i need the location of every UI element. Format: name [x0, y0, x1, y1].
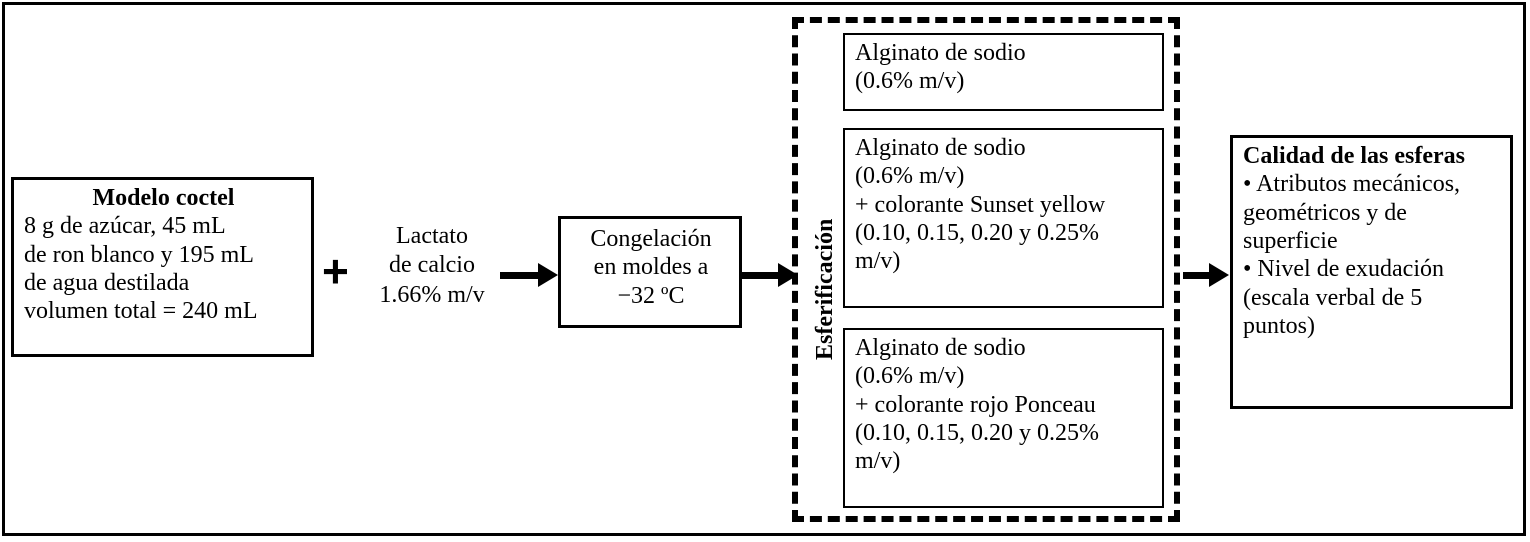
sphere-quality-title: Calidad de las esferas: [1243, 143, 1465, 169]
alginate-sunset-line-4: (0.10, 0.15, 0.20 y 0.25%: [855, 219, 1099, 246]
alginate-ponceau-line-3: + colorante rojo Ponceau: [855, 391, 1096, 418]
plus-icon: +: [322, 245, 349, 297]
alginate-ponceau-line-1: Alginato de sodio: [855, 335, 1026, 361]
alginate-sunset-yellow-box: Alginato de sodio (0.6% m/v) + colorante…: [843, 128, 1164, 308]
alginate-ponceau-red-box: Alginato de sodio (0.6% m/v) + colorante…: [843, 328, 1164, 508]
cocktail-model-line-2: de ron blanco y 195 mL: [24, 241, 254, 268]
alginate-sunset-line-3: + colorante Sunset yellow: [855, 191, 1106, 218]
sphere-quality-box: Calidad de las esferas • Atributos mecán…: [1230, 135, 1513, 409]
sphere-quality-line-4: • Nivel de exudación: [1243, 256, 1444, 283]
alginate-plain-line-2: (0.6% m/v): [855, 68, 965, 95]
calcium-lactate-label: Lactato de calcio 1.66% m/v: [362, 222, 502, 310]
alginate-ponceau-line-2: (0.6% m/v): [855, 363, 965, 390]
spherification-group-border: [792, 17, 1180, 522]
sphere-quality-line-5: (escala verbal de 5: [1243, 284, 1423, 311]
sphere-quality-line-3: superficie: [1243, 227, 1338, 254]
calcium-lactate-line-3: 1.66% m/v: [379, 281, 485, 308]
sphere-quality-line-2: geométricos y de: [1243, 199, 1407, 226]
freezing-line-2: en moldes a: [593, 254, 709, 281]
sphere-quality-line-1: • Atributos mecánicos,: [1243, 171, 1461, 198]
alginate-sunset-line-5: m/v): [855, 248, 901, 275]
arrow-shaft: [1183, 272, 1211, 279]
arrow-shaft: [500, 272, 540, 279]
cocktail-model-line-1: 8 g de azúcar, 45 mL: [24, 213, 226, 240]
calcium-lactate-line-2: de calcio: [389, 252, 475, 279]
spherification-vertical-label: Esferificación: [812, 218, 838, 360]
calcium-lactate-line-1: Lactato: [396, 223, 468, 249]
arrow-head: [538, 263, 558, 287]
freezing-box: Congelación en moldes a −32 ºC: [558, 216, 742, 328]
cocktail-model-line-4: volumen total = 240 mL: [24, 298, 258, 325]
alginate-sunset-line-1: Alginato de sodio: [855, 135, 1026, 161]
cocktail-model-line-3: de agua destilada: [24, 269, 190, 296]
alginate-ponceau-line-4: (0.10, 0.15, 0.20 y 0.25%: [855, 419, 1099, 446]
freezing-line-3: −32 ºC: [617, 282, 685, 309]
sphere-quality-line-6: puntos): [1243, 312, 1315, 339]
alginate-ponceau-line-5: m/v): [855, 448, 901, 475]
arrow-shaft: [742, 272, 780, 279]
alginate-plain-box: Alginato de sodio (0.6% m/v): [843, 33, 1164, 111]
alginate-plain-line-1: Alginato de sodio: [855, 40, 1026, 66]
cocktail-model-title: Modelo coctel: [92, 185, 235, 211]
cocktail-model-box: Modelo coctel 8 g de azúcar, 45 mL de ro…: [11, 177, 314, 357]
arrow-head: [1209, 263, 1229, 287]
freezing-line-1: Congelación: [590, 226, 712, 252]
alginate-sunset-line-2: (0.6% m/v): [855, 163, 965, 190]
